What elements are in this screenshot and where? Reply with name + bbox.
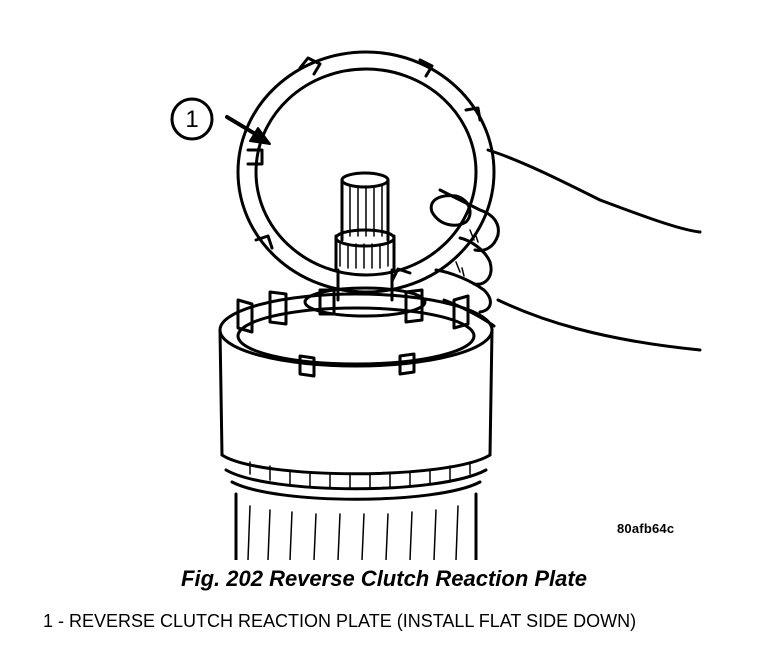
- hand: [429, 148, 702, 352]
- reaction-plate: [236, 50, 496, 294]
- figure-legend: 1 - REVERSE CLUTCH REACTION PLATE (INSTA…: [43, 611, 637, 631]
- clutch-housing: [218, 288, 494, 560]
- callout-number: 1: [185, 106, 198, 133]
- illustration: 1: [170, 50, 702, 560]
- figure-code: 80afb64c: [617, 521, 675, 536]
- callout-circle: [170, 97, 214, 141]
- figure-caption: Fig. 202 Reverse Clutch Reaction Plate: [181, 566, 587, 591]
